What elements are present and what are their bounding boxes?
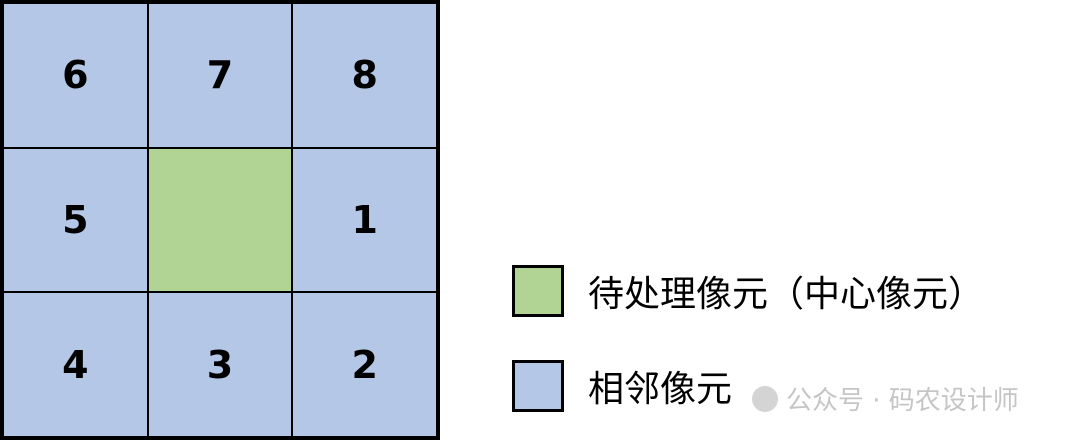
- legend-label-neighbor: 相邻像元: [588, 369, 733, 410]
- pixel-grid: 6 7 8 5 1 4 3 2: [0, 0, 440, 440]
- watermark: 公众号 · 码农设计师: [752, 380, 1019, 417]
- legend-item-center: 待处理像元（中心像元）: [512, 265, 984, 317]
- neighbor-cell-1: 1: [292, 147, 437, 293]
- wechat-icon: [752, 385, 778, 412]
- neighbor-cell-6: 6: [3, 3, 148, 148]
- legend-swatch-center: [512, 265, 564, 317]
- neighbor-cell-7: 7: [147, 3, 293, 148]
- neighbor-cell-3: 3: [147, 292, 293, 437]
- neighbor-cell-2: 2: [292, 292, 437, 437]
- watermark-text: 公众号 · 码农设计师: [786, 386, 1019, 416]
- legend-label-center: 待处理像元（中心像元）: [588, 274, 985, 315]
- center-cell: [147, 147, 293, 293]
- neighbor-cell-8: 8: [292, 3, 437, 148]
- neighbor-cell-5: 5: [3, 147, 148, 293]
- legend-item-neighbor: 相邻像元: [512, 360, 732, 412]
- legend-swatch-neighbor: [512, 360, 564, 412]
- neighbor-cell-4: 4: [3, 292, 148, 437]
